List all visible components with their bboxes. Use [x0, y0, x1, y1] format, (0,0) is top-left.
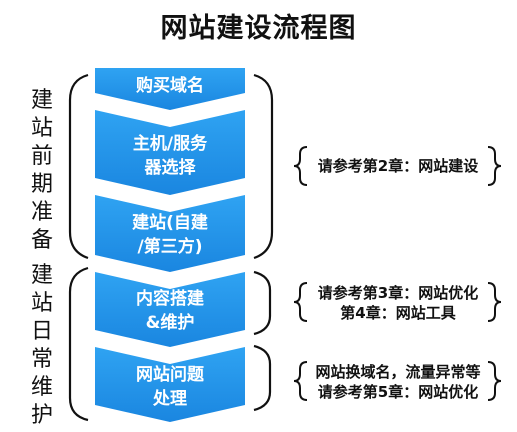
step-3-label: 建站(自建 /第三方)	[85, 211, 255, 259]
note-text: 请参考第3章：网站优化	[317, 284, 479, 302]
chevron-step-1	[95, 68, 245, 110]
chevron-step-2	[95, 110, 245, 195]
phase-char: 站	[30, 291, 53, 316]
step-text: 购买域名	[136, 76, 204, 96]
phase-char: 日	[30, 319, 53, 344]
brace-close-3	[487, 361, 502, 401]
brace-note-3	[293, 361, 308, 401]
step-4-label: 内容搭建 &维护	[85, 287, 255, 335]
phase-char: 护	[30, 403, 53, 428]
brace-close-2	[487, 282, 502, 322]
step-1-label: 购买域名	[85, 74, 255, 98]
note-text: 请参考第2章：网站建设	[317, 157, 479, 175]
step-text: &维护	[145, 313, 195, 333]
brace-note-1	[293, 146, 308, 186]
note-chapter-5: 网站换域名，流量异常等 请参考第5章：网站优化	[306, 362, 490, 402]
phase-char: 站	[30, 116, 53, 141]
note-text: 第4章：网站工具	[340, 304, 456, 322]
phase-label-pre-build: 建 站 前 期 准 备	[27, 87, 57, 255]
left-bracket-pre-build	[68, 73, 89, 260]
step-text: /第三方)	[137, 237, 203, 257]
phase-char: 建	[30, 263, 53, 288]
note-text: 请参考第5章：网站优化	[317, 383, 479, 401]
left-bracket-maintenance	[68, 266, 89, 422]
phase-label-maintenance: 建 站 日 常 维 护	[27, 262, 57, 430]
note-chapter-3-4: 请参考第3章：网站优化 第4章：网站工具	[306, 283, 490, 323]
note-text: 网站换域名，流量异常等	[315, 363, 481, 381]
diagram-title: 网站建设流程图	[160, 13, 357, 44]
step-text: 网站问题	[136, 365, 204, 385]
step-text: 器选择	[144, 158, 196, 178]
step-2-label: 主机/服务 器选择	[85, 132, 255, 180]
phase-char: 准	[30, 200, 53, 225]
note-chapter-2: 请参考第2章：网站建设	[306, 156, 490, 176]
chevron-step-3	[95, 195, 245, 272]
chevron-step-4	[95, 272, 245, 347]
phase-char: 前	[30, 144, 53, 169]
chevron-step-5	[95, 347, 245, 422]
phase-char: 备	[30, 228, 53, 253]
right-bracket-pre-build	[253, 73, 274, 260]
step-5-label: 网站问题 处理	[85, 363, 255, 411]
right-bracket-issues	[253, 344, 272, 412]
phase-char: 维	[30, 375, 53, 400]
step-text: 建站(自建	[132, 213, 208, 233]
phase-char: 期	[30, 172, 53, 197]
step-text: 处理	[153, 389, 187, 409]
brace-close-1	[487, 146, 502, 186]
step-text: 内容搭建	[136, 289, 204, 309]
right-bracket-content	[253, 270, 272, 336]
phase-char: 建	[30, 88, 53, 113]
phase-char: 常	[30, 347, 53, 372]
step-text: 主机/服务	[132, 134, 208, 154]
brace-note-2	[293, 282, 308, 322]
